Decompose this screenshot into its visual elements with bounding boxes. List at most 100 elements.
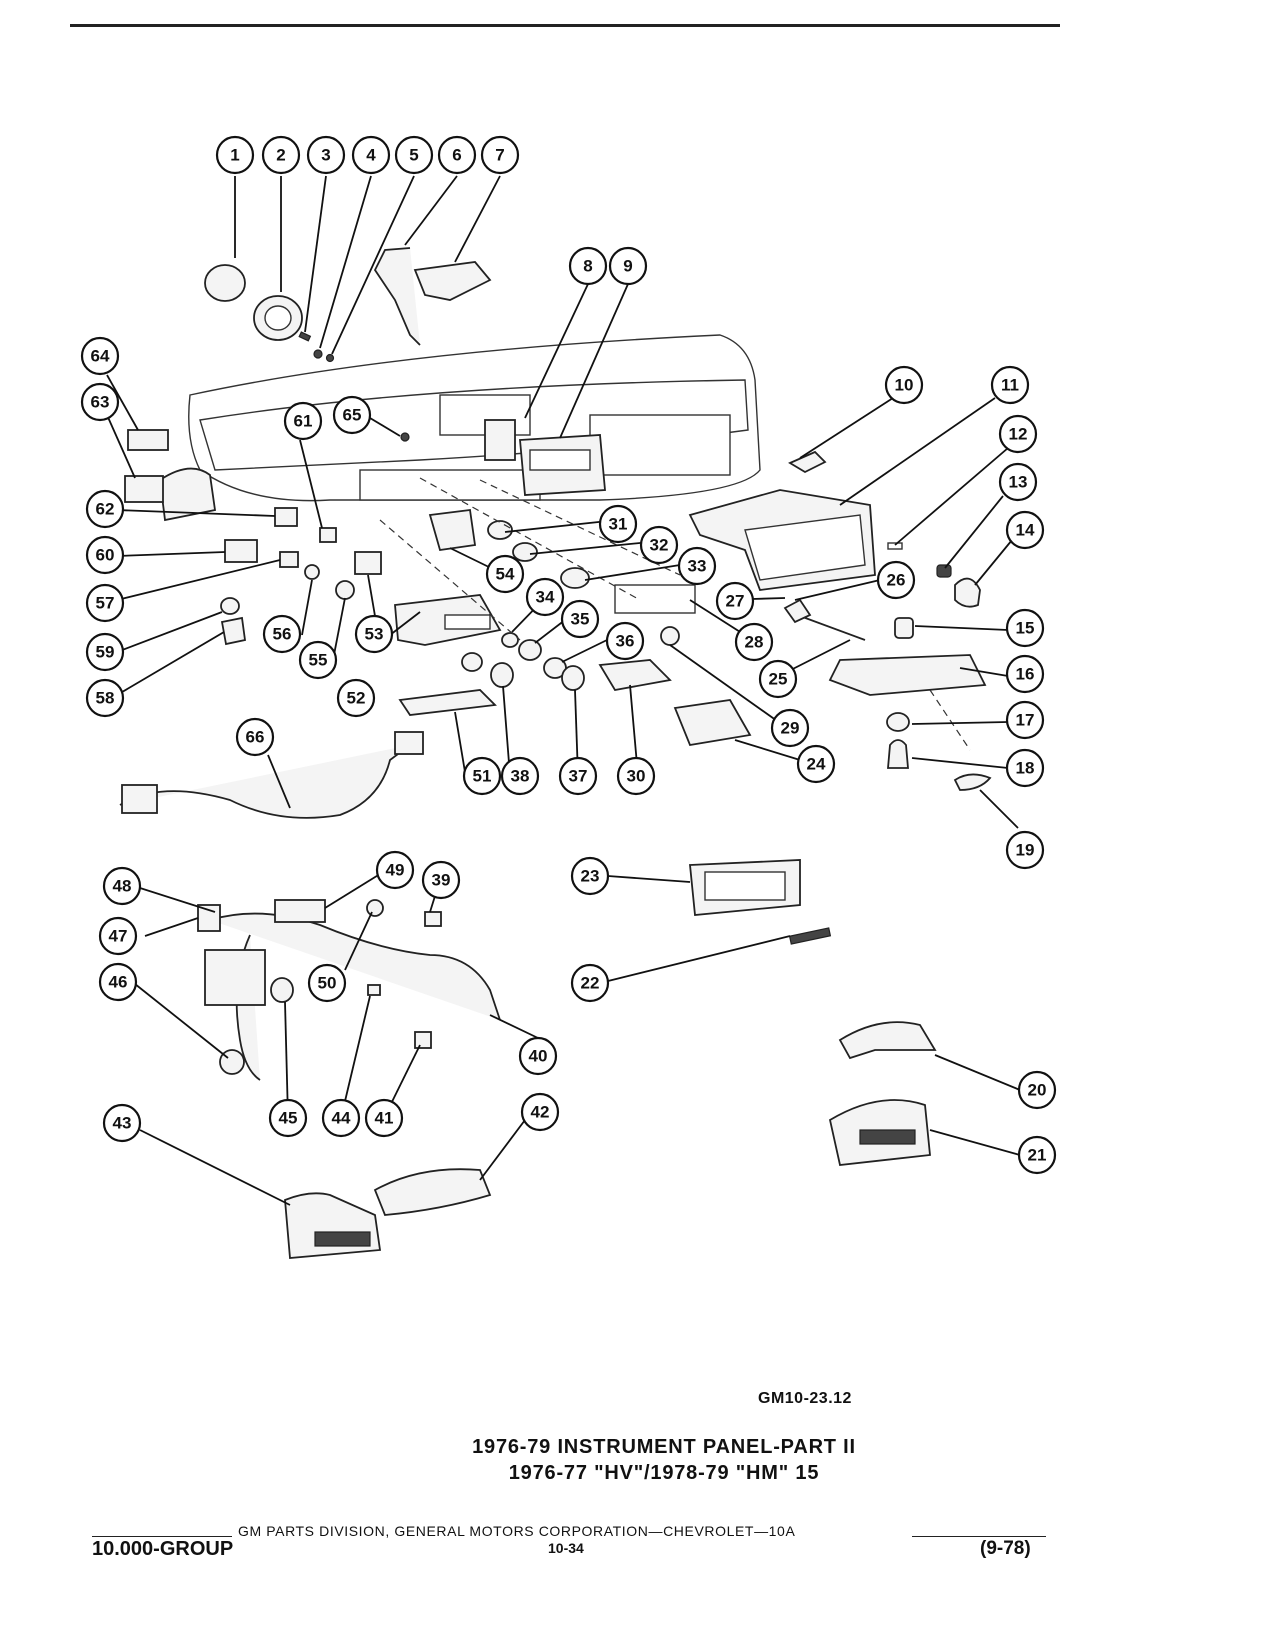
connector-part-41 xyxy=(414,1031,432,1049)
callout-56: 56 xyxy=(262,614,302,654)
knob-part-34 xyxy=(501,632,519,648)
callout-48: 48 xyxy=(102,866,142,906)
svg-text:65: 65 xyxy=(343,406,362,425)
svg-text:28: 28 xyxy=(745,633,764,652)
callout-61: 61 xyxy=(283,401,323,441)
svg-text:5: 5 xyxy=(409,146,418,165)
panel-part-28 xyxy=(614,584,696,614)
cable-part xyxy=(373,247,421,346)
callout-30: 30 xyxy=(616,756,656,796)
svg-text:50: 50 xyxy=(318,974,337,993)
footer-group: 10.000-GROUP xyxy=(92,1538,234,1560)
svg-text:24: 24 xyxy=(807,755,826,774)
svg-text:25: 25 xyxy=(769,670,788,689)
svg-text:23: 23 xyxy=(581,867,600,886)
callout-66: 66 xyxy=(235,717,275,757)
switch-part-58 xyxy=(220,616,247,646)
lighter-housing-inner xyxy=(264,305,292,331)
svg-text:46: 46 xyxy=(109,973,128,992)
outlet-grille-43 xyxy=(314,1231,371,1247)
duct-part-20 xyxy=(838,1021,937,1060)
callout-19: 19 xyxy=(1005,830,1045,870)
svg-text:1: 1 xyxy=(230,146,239,165)
pin-part-3 xyxy=(298,331,312,342)
callout-23: 23 xyxy=(570,856,610,896)
svg-text:45: 45 xyxy=(279,1109,298,1128)
callout-46: 46 xyxy=(98,962,138,1002)
callout-33: 33 xyxy=(677,546,717,586)
svg-text:13: 13 xyxy=(1009,473,1028,492)
connector-part-44 xyxy=(367,984,381,996)
footer-division: GM PARTS DIVISION, GENERAL MOTORS CORPOR… xyxy=(238,1523,796,1539)
svg-text:61: 61 xyxy=(294,412,313,431)
svg-text:34: 34 xyxy=(536,588,555,607)
bumper-part-13 xyxy=(936,564,952,578)
callout-62: 62 xyxy=(85,489,125,529)
callout-10: 10 xyxy=(884,365,924,405)
bracket-part-30 xyxy=(598,659,672,691)
socket-part-50 xyxy=(366,899,384,917)
callout-6: 6 xyxy=(437,135,477,175)
svg-text:6: 6 xyxy=(452,146,461,165)
svg-text:40: 40 xyxy=(529,1047,548,1066)
svg-text:29: 29 xyxy=(781,719,800,738)
callout-9: 9 xyxy=(608,246,648,286)
svg-text:44: 44 xyxy=(332,1109,351,1128)
outlet-part-43 xyxy=(284,1192,382,1259)
harness-part-66 xyxy=(119,744,411,819)
svg-text:64: 64 xyxy=(91,347,110,366)
callout-55: 55 xyxy=(298,640,338,680)
parts-artwork xyxy=(119,247,992,1259)
callout-47: 47 xyxy=(98,916,138,956)
svg-text:57: 57 xyxy=(96,594,115,613)
svg-text:31: 31 xyxy=(609,515,628,534)
callout-21: 21 xyxy=(1017,1135,1057,1175)
callout-5: 5 xyxy=(394,135,434,175)
callout-26: 26 xyxy=(876,560,916,600)
callout-22: 22 xyxy=(570,963,610,1003)
callout-17: 17 xyxy=(1005,700,1045,740)
svg-text:59: 59 xyxy=(96,643,115,662)
callout-64: 64 xyxy=(80,336,120,376)
cluster-bracket xyxy=(484,419,516,461)
lock-part-15 xyxy=(894,617,914,639)
emblem-part-19 xyxy=(953,773,992,791)
bolt-part-12 xyxy=(887,542,903,550)
svg-text:15: 15 xyxy=(1016,619,1035,638)
callout-51: 51 xyxy=(462,756,502,796)
harness-part-lower xyxy=(209,912,501,1021)
connector-part-39 xyxy=(424,911,442,927)
knob-part-38 xyxy=(490,662,514,688)
callout-29: 29 xyxy=(770,708,810,748)
glovebox-door-frame xyxy=(744,514,866,581)
callout-18: 18 xyxy=(1005,748,1045,788)
knob-part-37 xyxy=(561,665,585,691)
callout-36: 36 xyxy=(605,621,645,661)
switch-part-54 xyxy=(428,508,477,552)
callout-63: 63 xyxy=(80,382,120,422)
svg-text:4: 4 xyxy=(366,146,376,165)
callout-34: 34 xyxy=(525,577,565,617)
svg-text:26: 26 xyxy=(887,571,906,590)
callout-49: 49 xyxy=(375,850,415,890)
svg-text:41: 41 xyxy=(375,1109,394,1128)
knob-part-32 xyxy=(512,542,538,562)
alignment-line-2 xyxy=(419,477,641,601)
svg-text:30: 30 xyxy=(627,767,646,786)
svg-text:51: 51 xyxy=(473,767,492,786)
connector-part-49 xyxy=(274,899,326,923)
nut-part-4 xyxy=(313,349,323,359)
connector-part-60 xyxy=(224,539,258,563)
svg-text:62: 62 xyxy=(96,500,115,519)
knob-part-55 xyxy=(335,580,355,600)
harness-connector-66b xyxy=(121,784,158,814)
svg-text:48: 48 xyxy=(113,877,132,896)
callout-54: 54 xyxy=(485,554,525,594)
svg-text:39: 39 xyxy=(432,871,451,890)
svg-text:21: 21 xyxy=(1028,1146,1047,1165)
svg-text:12: 12 xyxy=(1009,425,1028,444)
svg-text:16: 16 xyxy=(1016,665,1035,684)
callout-24: 24 xyxy=(796,744,836,784)
footer-rule-left xyxy=(92,1536,232,1537)
glovebox-door-part xyxy=(828,654,987,696)
